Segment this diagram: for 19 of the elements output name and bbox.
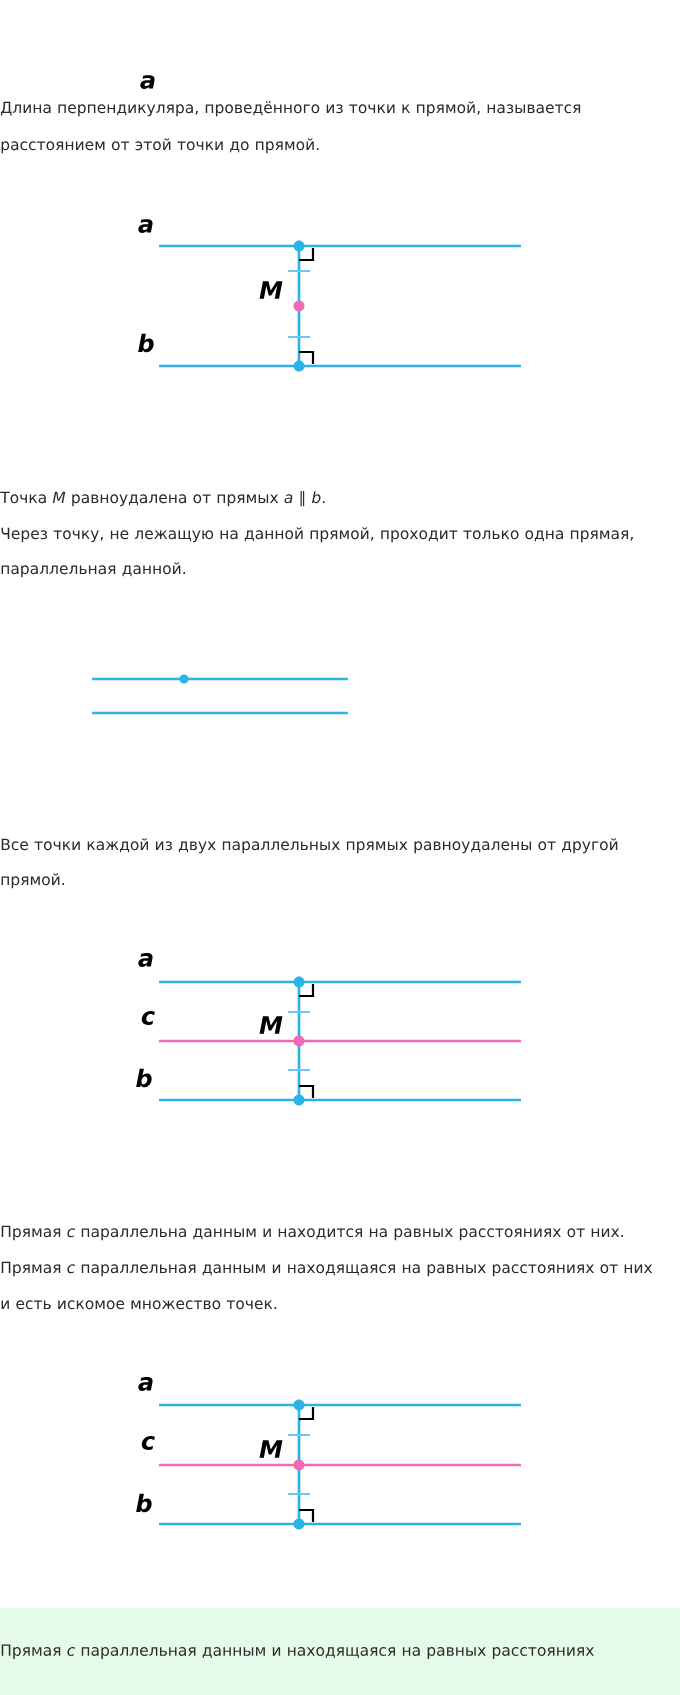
line-label: a bbox=[138, 219, 153, 233]
line-label: c bbox=[141, 1436, 155, 1450]
line-label: b bbox=[138, 333, 154, 353]
statement-text: Точка M равноудалена от прямых a ∥ b. bbox=[0, 491, 325, 507]
point-label: M bbox=[259, 1016, 283, 1034]
line-label: a bbox=[138, 1377, 153, 1391]
line-label: b bbox=[136, 1493, 152, 1513]
line-label: c bbox=[141, 1011, 155, 1025]
point-label: M bbox=[259, 281, 283, 299]
conclusion-text: Прямая c параллельная данным и находящаяся на равных расстояниях от них и есть искомое множество точек. bbox=[1, 1261, 653, 1310]
highlight-band: Прямая c параллельная данным и находящаяся на равных расстояниях bbox=[0, 1608, 680, 1695]
line-label: a bbox=[140, 75, 155, 89]
line-label: a bbox=[138, 953, 153, 967]
statement-text: Все точки каждой из двух параллельных прямых равноудалены от другой прямой. bbox=[1, 838, 618, 889]
theorem-text: Через точку, не лежащую на данной прямой, проходит только одна прямая, параллельная данной. bbox=[1, 527, 633, 578]
statement-text: Прямая c параллельна данным и находится на равных расстояниях от них. bbox=[1, 1225, 623, 1241]
point-label: M bbox=[259, 1440, 283, 1458]
definition-text: Длина перпендикуляра, проведённого из точки к прямой, называется расстоянием от этой точки до прямой. bbox=[0, 101, 581, 154]
line-label: b bbox=[136, 1068, 152, 1088]
